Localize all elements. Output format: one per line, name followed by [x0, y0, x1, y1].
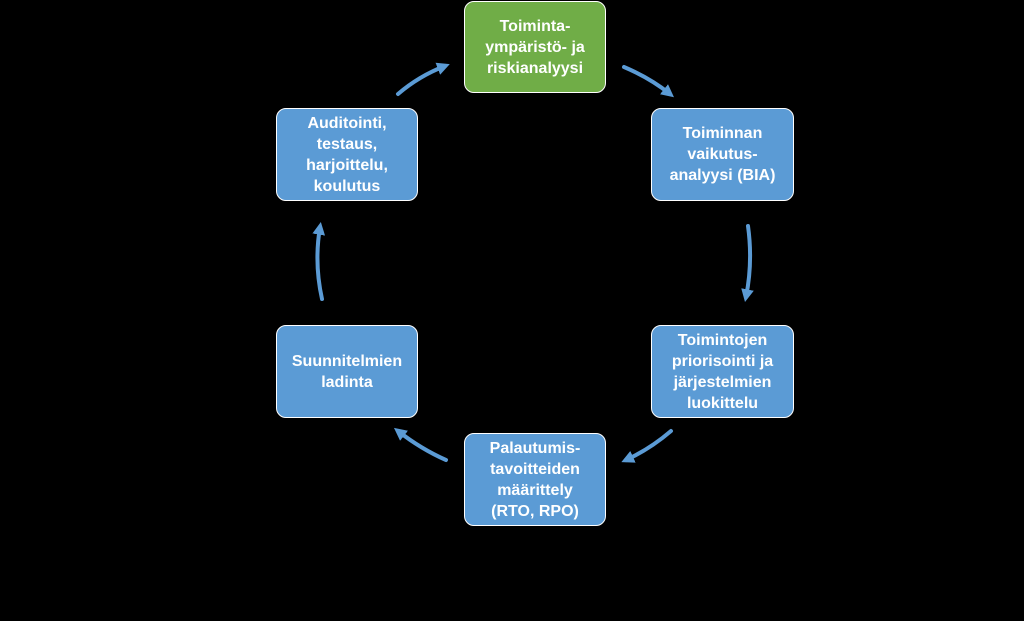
arrow-priorisointi-to-palautumis [621, 429, 673, 463]
node-palautumistavoitteet: Palautumis- tavoitteiden määrittely (RTO… [464, 433, 606, 526]
node-priorisointi-label: Toimintojen priorisointi ja järjestelmie… [671, 331, 774, 412]
node-bia: Toiminnan vaikutus- analyysi (BIA) [651, 108, 794, 201]
arrow-suunnitelmat-to-auditointi [312, 221, 326, 301]
arrow-bia-to-priorisointi [741, 224, 754, 303]
node-suunnitelmat-label: Suunnitelmien ladinta [291, 352, 403, 391]
node-toimintaymparisto-label: Toiminta- ympäristö- ja riskianalyysi [485, 17, 585, 77]
node-palautumistavoitteet-label: Palautumis- tavoitteiden määrittely (RTO… [489, 439, 581, 520]
node-priorisointi: Toimintojen priorisointi ja järjestelmie… [651, 325, 794, 418]
node-auditointi: Auditointi, testaus, harjoittelu, koulut… [276, 108, 418, 201]
arrow-auditointi-to-top [396, 62, 450, 96]
node-auditointi-label: Auditointi, testaus, harjoittelu, koulut… [306, 114, 388, 195]
node-suunnitelmat: Suunnitelmien ladinta [276, 325, 418, 418]
arrow-top-to-bia [622, 65, 674, 98]
arrow-palautumis-to-suunnitelmat [393, 427, 448, 462]
node-toimintaymparisto: Toiminta- ympäristö- ja riskianalyysi [464, 1, 606, 93]
node-bia-label: Toiminnan vaikutus- analyysi (BIA) [669, 125, 776, 184]
